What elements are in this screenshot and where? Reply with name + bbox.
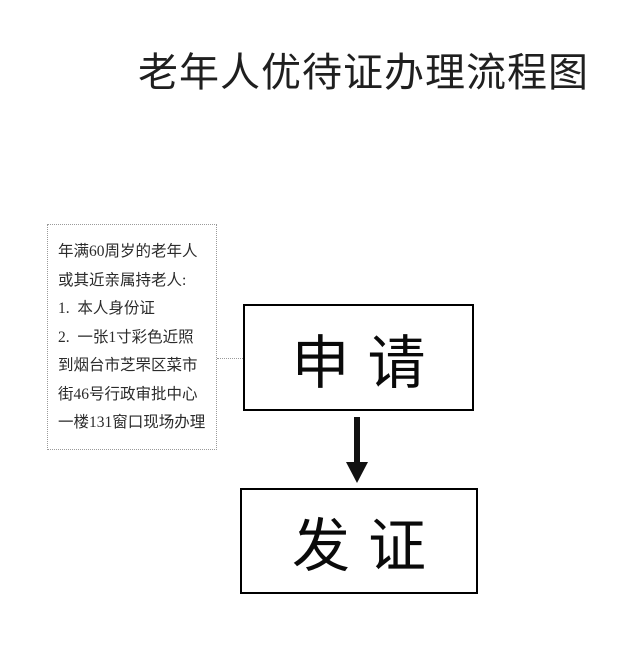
note-line: 1. 本人身份证 xyxy=(58,300,155,317)
page-title: 老年人优待证办理流程图 xyxy=(138,50,589,95)
note-connector-line xyxy=(217,358,245,359)
step-issue-label: 发证 xyxy=(291,514,444,579)
step-issue-box: 发证 xyxy=(240,488,478,594)
step-apply-label: 申请 xyxy=(291,330,444,396)
note-line: 街46号行政审批中心 xyxy=(58,385,198,403)
note-line: 到烟台市芝罘区菜市 xyxy=(58,357,198,374)
note-line: 年满60周岁的老年人 xyxy=(58,243,198,260)
requirements-note: 年满60周岁的老年人 或其近亲属持老人: 1. 本人身份证 2. 一张1寸彩色近… xyxy=(47,224,217,450)
step-apply-box: 申请 xyxy=(243,304,474,411)
note-line: 2. 一张1寸彩色近照 xyxy=(58,328,194,346)
arrow-down-head-icon xyxy=(346,462,368,483)
arrow-down-icon xyxy=(354,417,360,464)
note-line: 一楼131窗口现场办理 xyxy=(58,414,206,431)
note-line: 或其近亲属持老人: xyxy=(58,271,187,289)
